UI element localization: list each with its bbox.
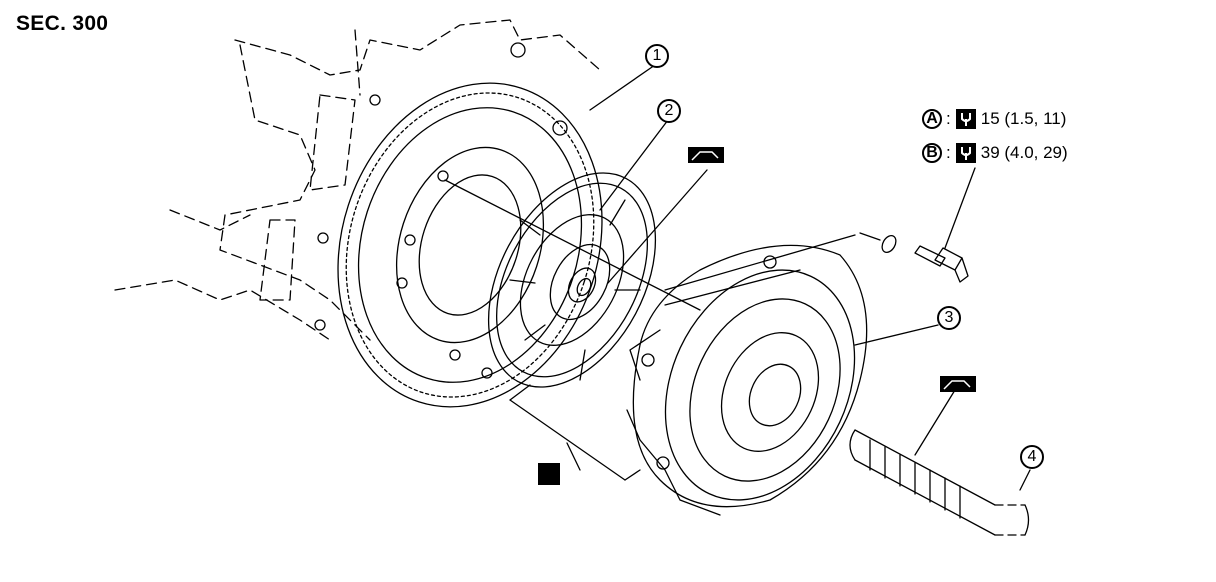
torque-wrench-icon bbox=[955, 109, 976, 129]
torque-spec-b: B : 39 (4.0, 29) bbox=[922, 142, 1068, 164]
tighten-order-square bbox=[538, 463, 560, 485]
callout-1: 1 bbox=[645, 44, 669, 68]
callout-3: 3 bbox=[937, 306, 961, 330]
section-title: SEC. 300 bbox=[16, 12, 109, 35]
torque-value-a: 15 (1.5, 11) bbox=[980, 109, 1067, 128]
separator: : bbox=[946, 109, 951, 128]
separator: : bbox=[946, 143, 951, 162]
label-a: A bbox=[922, 109, 942, 129]
clutch-cover bbox=[626, 244, 868, 516]
torque-wrench-icon bbox=[955, 143, 976, 163]
grease-application-icon bbox=[688, 147, 724, 163]
input-shaft bbox=[849, 429, 1030, 536]
flywheel bbox=[314, 42, 603, 408]
leader-lines bbox=[444, 64, 1031, 491]
label-b: B bbox=[922, 143, 942, 163]
engine-block-outline bbox=[114, 19, 601, 341]
torque-spec-a: A : 15 (1.5, 11) bbox=[922, 108, 1066, 130]
callout-2: 2 bbox=[657, 99, 681, 123]
callout-4: 4 bbox=[1020, 445, 1044, 469]
grease-application-icon bbox=[940, 376, 976, 392]
torque-value-b: 39 (4.0, 29) bbox=[980, 143, 1068, 162]
clutch-disc bbox=[487, 172, 657, 388]
cover-bolt bbox=[881, 234, 969, 283]
